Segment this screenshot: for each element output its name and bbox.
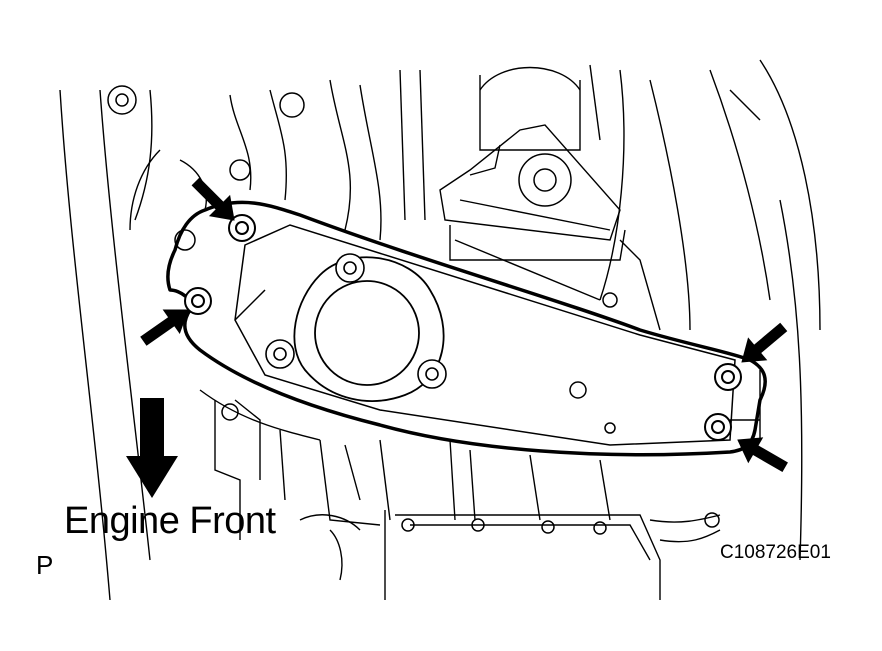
arrow-icon <box>140 309 189 346</box>
bolt-lower-right <box>704 413 732 441</box>
engine-front-label: Engine Front <box>64 500 276 542</box>
arrow-icon <box>741 322 788 363</box>
mount-studs <box>265 253 447 389</box>
mounting-bolts <box>184 214 742 441</box>
bolt-lower-left <box>184 287 212 315</box>
background-holes <box>107 85 720 535</box>
arrow-down-icon <box>126 398 178 498</box>
bolt-upper-left <box>228 214 256 242</box>
section-letter: P <box>36 550 54 580</box>
arrow-icon <box>191 177 235 221</box>
figure-code: C108726E01 <box>720 542 831 563</box>
center-mount-hole <box>293 256 445 402</box>
arrow-icon <box>737 437 788 473</box>
bolt-arrows <box>140 177 788 473</box>
bolt-upper-right <box>714 363 742 391</box>
mount-bracket <box>166 200 767 457</box>
bracket-plate <box>234 224 736 446</box>
background-linework <box>59 59 821 601</box>
